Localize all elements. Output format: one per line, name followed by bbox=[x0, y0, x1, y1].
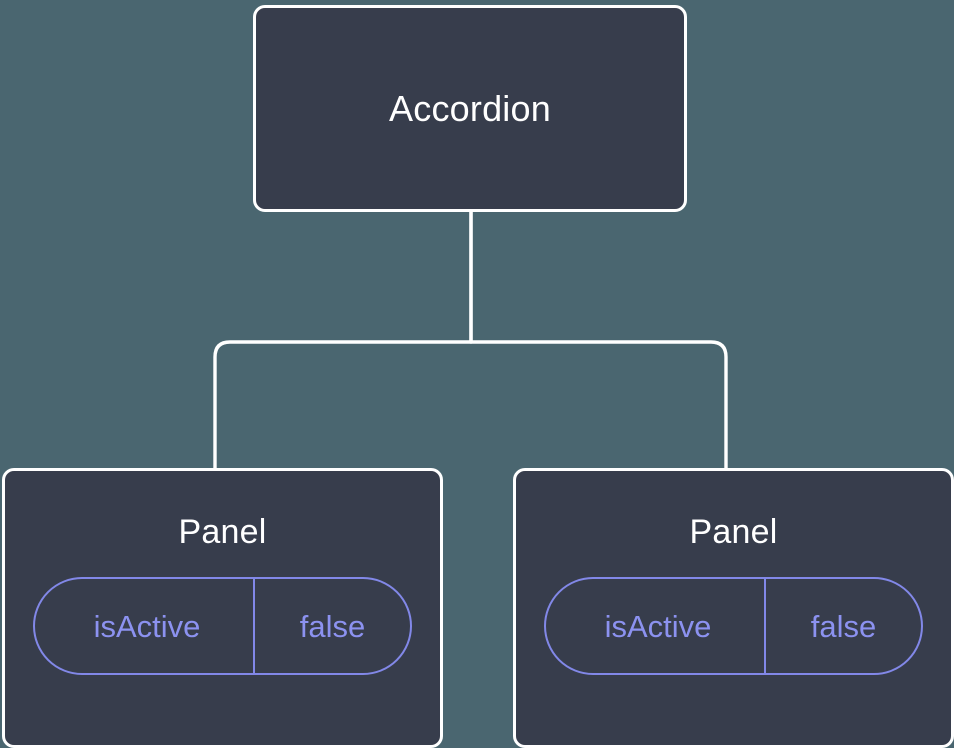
props-area: isActive false bbox=[5, 577, 440, 675]
edge-root-to-right-panel bbox=[469, 212, 728, 470]
node-panel-right[interactable]: Panel isActive false bbox=[513, 468, 954, 748]
prop-key: isActive bbox=[93, 608, 201, 644]
node-panel-left[interactable]: Panel isActive false bbox=[2, 468, 443, 748]
prop-value: false bbox=[764, 579, 921, 673]
node-title: Accordion bbox=[389, 87, 551, 129]
prop-value: false bbox=[253, 579, 410, 673]
props-area: isActive false bbox=[516, 577, 951, 675]
prop-badge-isactive[interactable]: isActive false bbox=[33, 577, 412, 675]
prop-badge-isactive[interactable]: isActive false bbox=[544, 577, 923, 675]
node-title: Panel bbox=[689, 513, 778, 551]
edge-root-to-left-panel bbox=[213, 212, 473, 470]
node-title: Panel bbox=[178, 513, 267, 551]
node-accordion[interactable]: Accordion bbox=[253, 5, 687, 212]
prop-key: isActive bbox=[604, 608, 712, 644]
